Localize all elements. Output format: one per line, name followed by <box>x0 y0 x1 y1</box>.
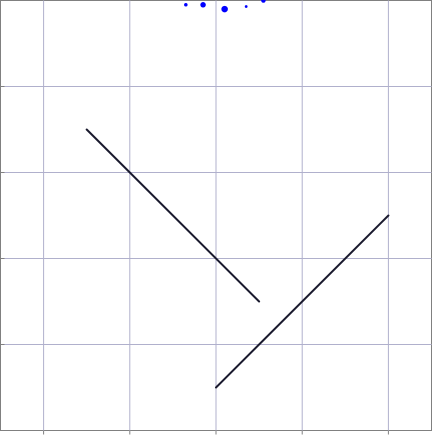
line-segment-1 <box>85 128 261 303</box>
scatter-dot-4 <box>244 5 248 8</box>
axis-ticks <box>0 86 389 435</box>
scatter-dot-5 <box>261 0 266 3</box>
scatter-dot-2 <box>200 2 206 8</box>
points <box>184 0 266 13</box>
scatter-dot-1 <box>184 3 188 7</box>
line-segment-2 <box>215 214 390 389</box>
scatter-dot-3 <box>221 5 228 13</box>
grid <box>0 0 432 431</box>
series <box>85 128 390 389</box>
